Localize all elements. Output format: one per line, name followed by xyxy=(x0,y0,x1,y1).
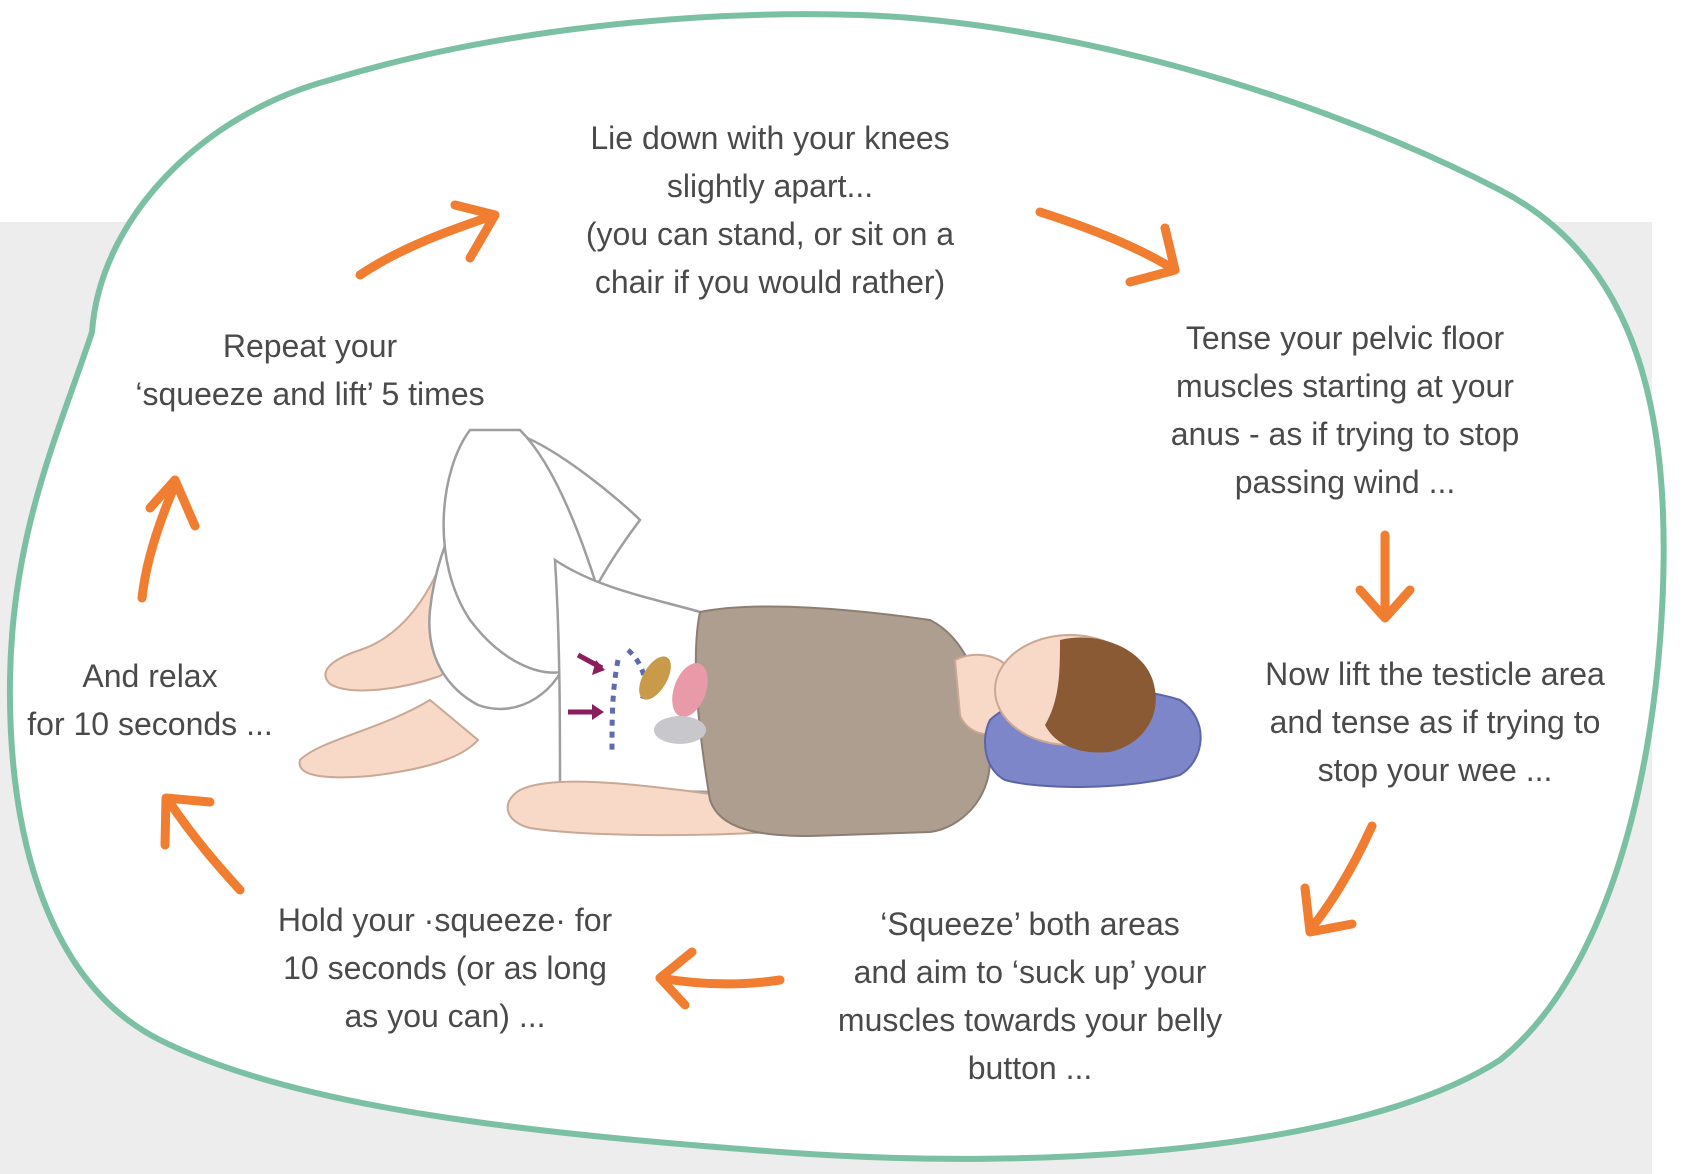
step-lie-down: Lie down with your knees slightly apart.… xyxy=(545,114,995,306)
step-repeat: Repeat your ‘squeeze and lift’ 5 times xyxy=(110,322,510,418)
step-hold: Hold your ·squeeze· for 10 seconds (or a… xyxy=(250,896,640,1040)
step-squeeze: ‘Squeeze’ both areas and aim to ‘suck up… xyxy=(810,900,1250,1092)
step-relax: And relax for 10 seconds ... xyxy=(10,652,290,748)
step-tense: Tense your pelvic floor muscles starting… xyxy=(1125,314,1565,506)
step-lift: Now lift the testicle area and tense as … xyxy=(1210,650,1660,794)
